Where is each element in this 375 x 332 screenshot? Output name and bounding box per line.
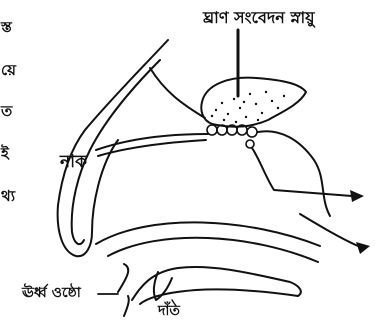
nose-outer-outline [58, 40, 168, 256]
palate-outline [96, 222, 320, 246]
olfactory-bulb-outline [201, 78, 306, 127]
nerve-fiber-lower [252, 148, 352, 196]
nerve-fiber-upper [258, 131, 330, 216]
text-fragment: থ্য [1, 189, 15, 204]
olfactory-bulb-dots [211, 91, 285, 123]
receptor-cells [207, 125, 257, 148]
text-fragment: ত [1, 104, 12, 119]
teeth-label: দাঁত [158, 304, 180, 318]
olfactory-nerve-label: ঘ্রাণ সংবেদন স্নায়ু [203, 10, 315, 26]
palate-inner [108, 238, 318, 262]
nose-label: নাক [60, 154, 87, 171]
nasal-cavity-roof [150, 68, 205, 118]
lower-mouth-line [124, 296, 129, 316]
text-fragment: য়ে [1, 63, 16, 78]
nasal-passage-line-inner [98, 140, 206, 156]
upper-lip-label: ঊর্ধ্ব ওষ্ঠো [22, 286, 81, 300]
text-fragment: স্ত [1, 20, 12, 35]
arrow-head-upper [356, 242, 370, 254]
upper-lip-outline [118, 264, 128, 292]
text-fragment: ই [1, 146, 9, 161]
arrow-head-lower [350, 190, 364, 202]
